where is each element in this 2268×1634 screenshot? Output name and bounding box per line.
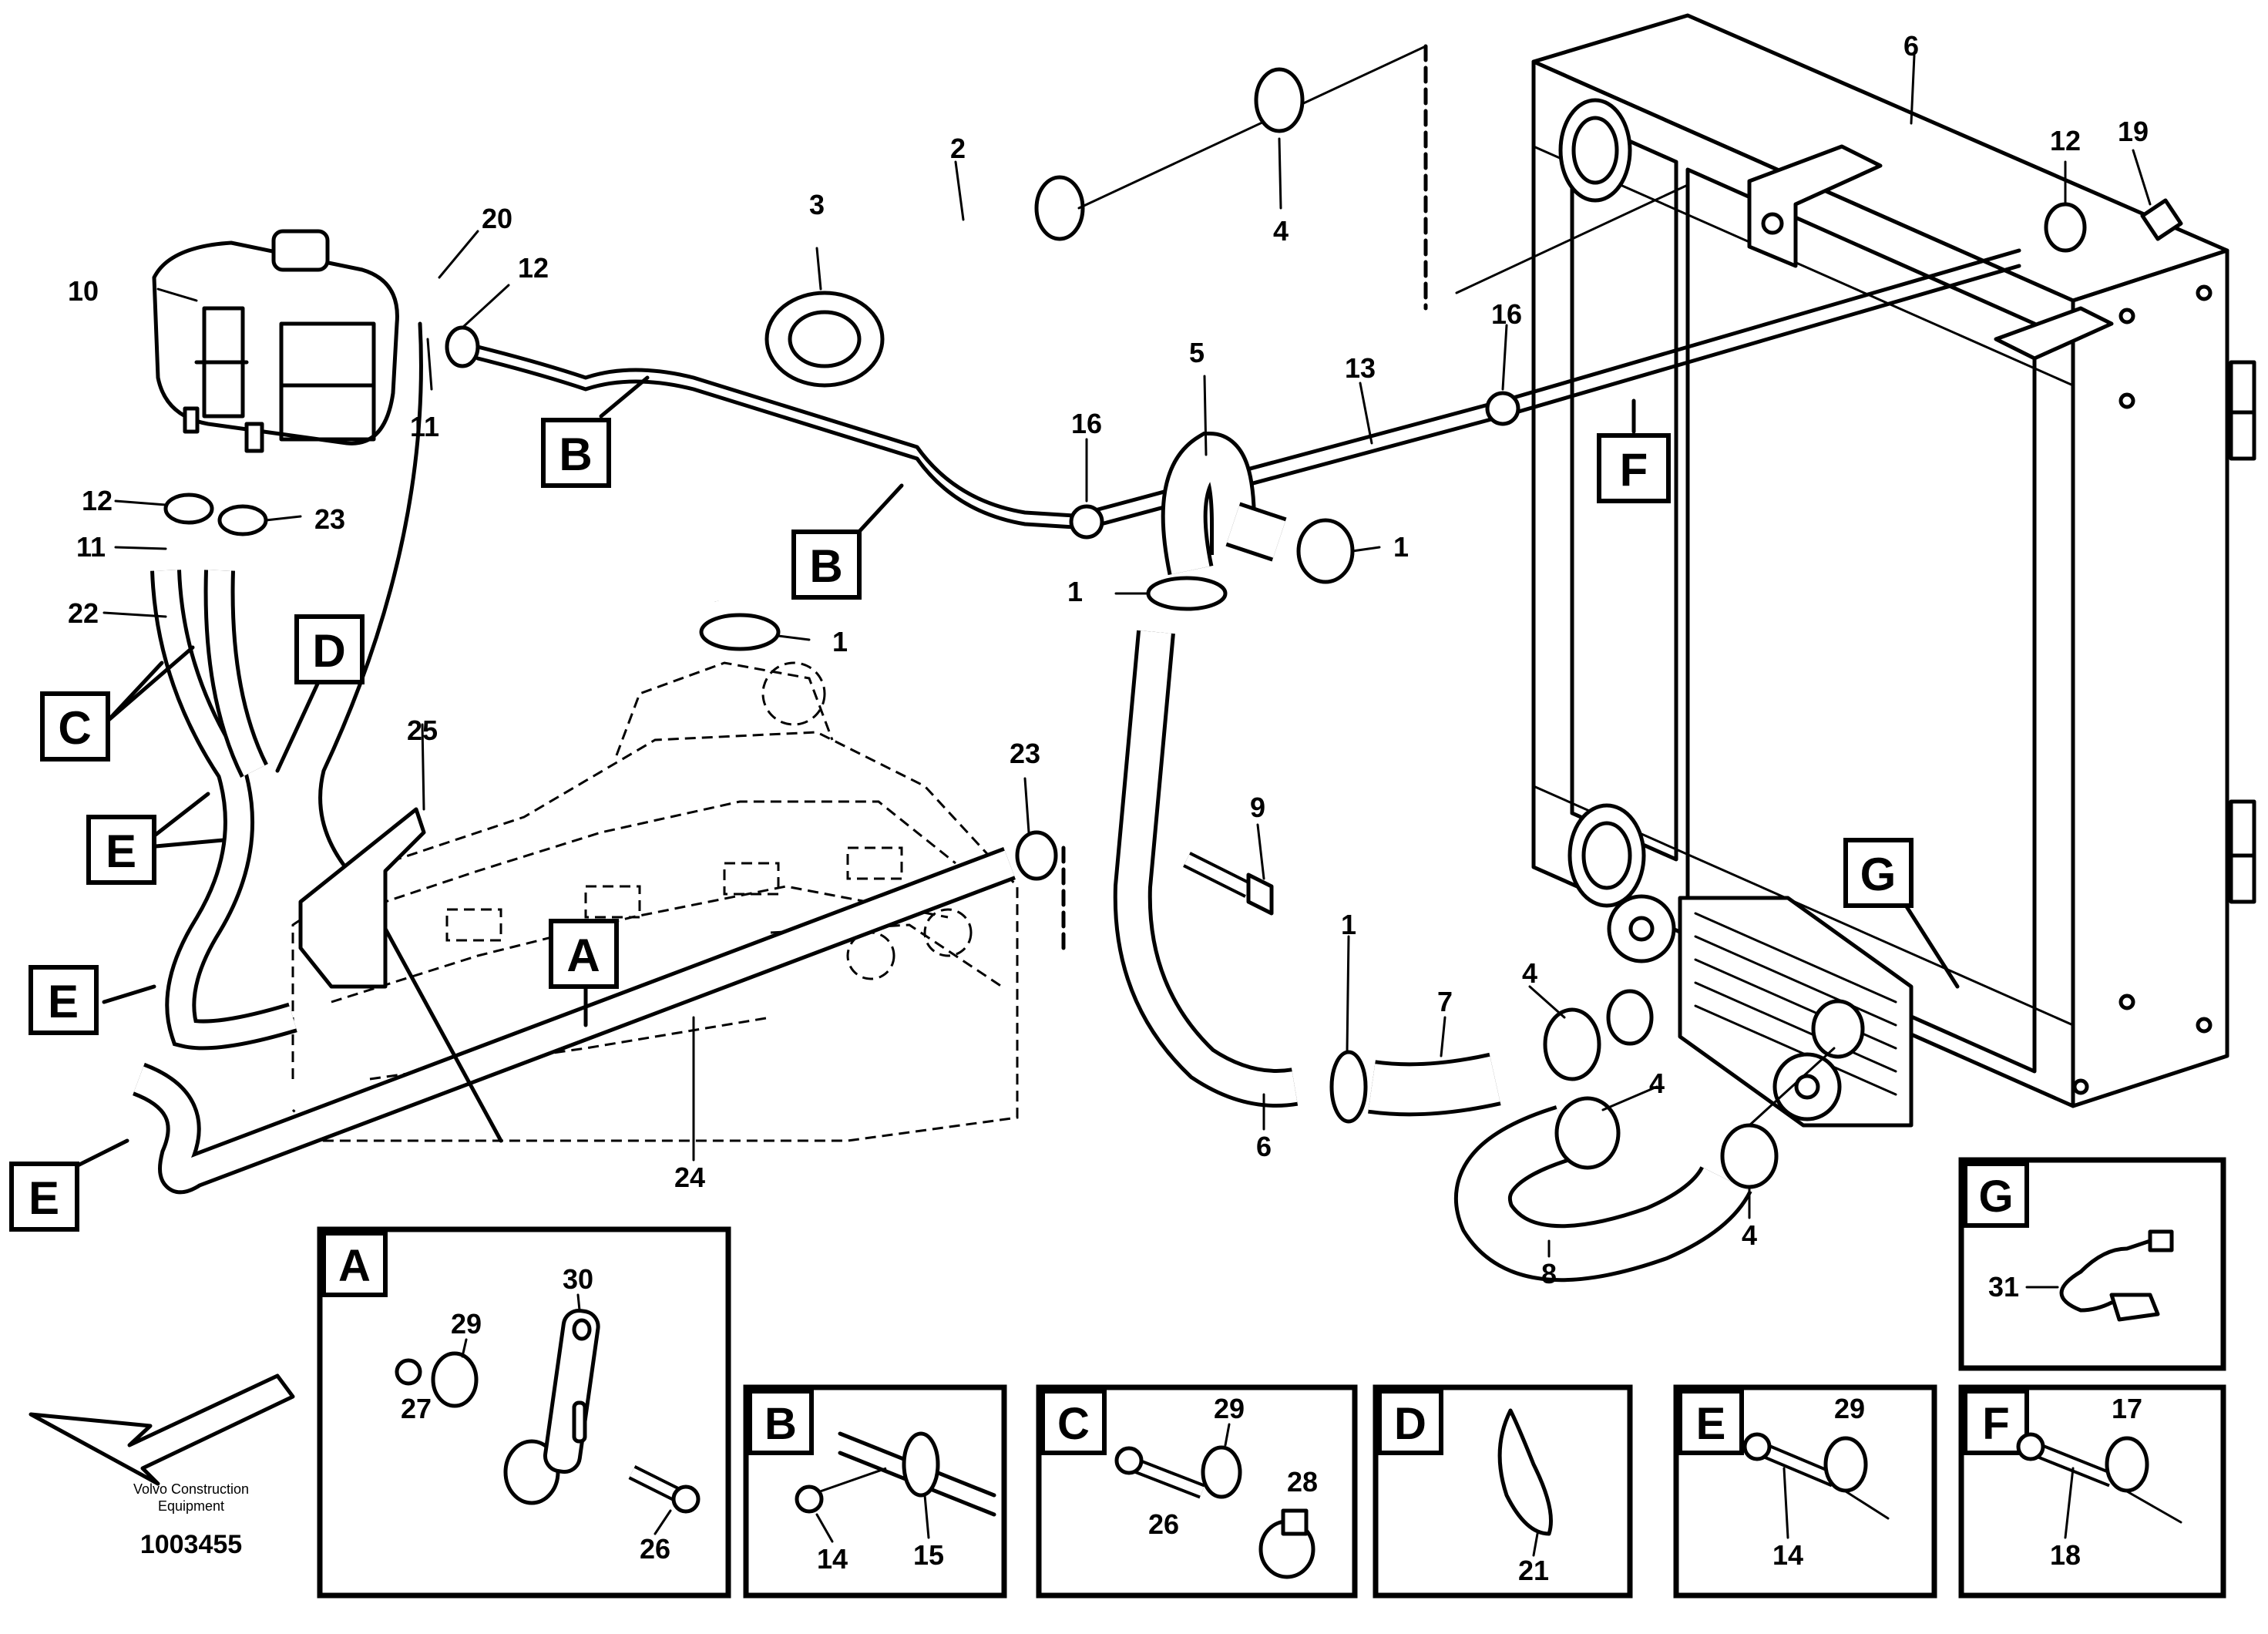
callout-16: 16 [1071, 408, 1102, 439]
callout-4: 4 [1522, 957, 1537, 989]
inset-g-callout-31: 31 [1988, 1271, 2019, 1303]
inset-letter-e: E [1696, 1399, 1726, 1449]
callout-4: 4 [1742, 1219, 1757, 1251]
callout-3: 3 [809, 189, 825, 220]
inset-a-callout-29: 29 [451, 1308, 482, 1340]
callout-11: 11 [410, 411, 439, 442]
inset-d-callout-21: 21 [1518, 1555, 1549, 1586]
callout-8: 8 [1541, 1258, 1557, 1289]
inset-f: F 17 18 [1958, 1384, 2226, 1599]
leader-lines [71, 54, 2152, 1258]
inset-b: B 14 15 [743, 1384, 1007, 1599]
publisher-line-2: Equipment [158, 1498, 224, 1514]
callout-19: 19 [2118, 116, 2149, 147]
publisher-line-1: Volvo Construction [133, 1481, 249, 1497]
inset-letter-g: G [1978, 1172, 2013, 1222]
callout-numbers: 6 2 3 4 20 10 12 11 12 19 16 5 13 16 1 1… [68, 30, 2149, 1289]
detail-label-e: E [29, 1172, 59, 1224]
callout-11: 11 [76, 531, 106, 563]
callout-25: 25 [407, 714, 438, 746]
detail-label-e: E [48, 976, 79, 1027]
detail-label-c: C [58, 702, 91, 754]
inset-c-callout-26: 26 [1148, 1508, 1179, 1540]
expansion-tank [152, 229, 399, 453]
callout-20: 20 [482, 203, 512, 234]
callout-1: 1 [1393, 531, 1409, 563]
inset-f-callout-17: 17 [2112, 1393, 2142, 1424]
publisher-block: Volvo Construction Equipment 1003455 [133, 1481, 249, 1559]
inset-letter-a: A [338, 1241, 371, 1291]
callout-23: 23 [314, 503, 345, 535]
callout-23: 23 [1010, 738, 1040, 769]
inset-b-callout-15: 15 [913, 1539, 944, 1571]
inset-d: D 21 [1373, 1384, 1633, 1599]
inset-letter-d: D [1394, 1399, 1426, 1449]
hoses [132, 44, 2021, 1283]
front-direction-arrow-icon [29, 1373, 295, 1486]
callout-7: 7 [1437, 986, 1453, 1017]
callout-4: 4 [1649, 1067, 1665, 1099]
inset-a-callout-26: 26 [640, 1533, 670, 1565]
inset-e-callout-29: 29 [1834, 1393, 1865, 1424]
inset-a-callout-30: 30 [563, 1263, 593, 1295]
inset-letter-c: C [1057, 1399, 1090, 1449]
callout-6: 6 [1903, 30, 1919, 62]
callout-1: 1 [832, 626, 848, 657]
detail-label-g: G [1860, 849, 1897, 900]
detail-label-b: B [809, 540, 842, 592]
callout-6: 6 [1256, 1131, 1272, 1162]
callout-10: 10 [68, 275, 99, 307]
callout-1: 1 [1341, 909, 1356, 940]
callout-1: 1 [1067, 576, 1083, 607]
callout-22: 22 [68, 597, 99, 629]
inset-c: C 29 26 28 [1036, 1384, 1358, 1599]
detail-label-e: E [106, 825, 136, 877]
callout-13: 13 [1345, 352, 1376, 384]
callout-12: 12 [82, 485, 113, 516]
detail-label-d: D [312, 625, 345, 677]
detail-label-f: F [1620, 444, 1648, 496]
inset-e: E 29 14 [1673, 1384, 1937, 1599]
detail-reference-boxes: B B F D C E E E A G [9, 418, 1914, 1232]
callout-16: 16 [1491, 298, 1522, 330]
inset-a: A 29 30 27 26 [317, 1226, 731, 1599]
inset-e-callout-14: 14 [1772, 1539, 1803, 1571]
callout-9: 9 [1250, 792, 1265, 823]
clamps [163, 67, 2183, 1189]
inset-letter-f: F [1982, 1399, 2009, 1449]
inset-b-callout-14: 14 [817, 1543, 848, 1575]
figure-number: 1003455 [140, 1530, 242, 1559]
callout-24: 24 [674, 1162, 705, 1193]
inset-f-callout-18: 18 [2050, 1539, 2081, 1571]
detail-label-b: B [559, 429, 592, 480]
callout-2: 2 [950, 133, 966, 164]
callout-12: 12 [2050, 125, 2081, 156]
callout-12: 12 [518, 252, 549, 284]
inset-letter-b: B [764, 1399, 797, 1449]
inset-c-callout-29: 29 [1214, 1393, 1245, 1424]
inset-g: G 31 [1958, 1157, 2226, 1371]
oil-cooler [1606, 894, 1914, 1128]
callout-4: 4 [1273, 215, 1289, 247]
callout-5: 5 [1189, 337, 1205, 368]
detail-label-a: A [566, 930, 600, 981]
inset-a-callout-27: 27 [401, 1393, 432, 1424]
inset-c-callout-28: 28 [1287, 1466, 1318, 1498]
